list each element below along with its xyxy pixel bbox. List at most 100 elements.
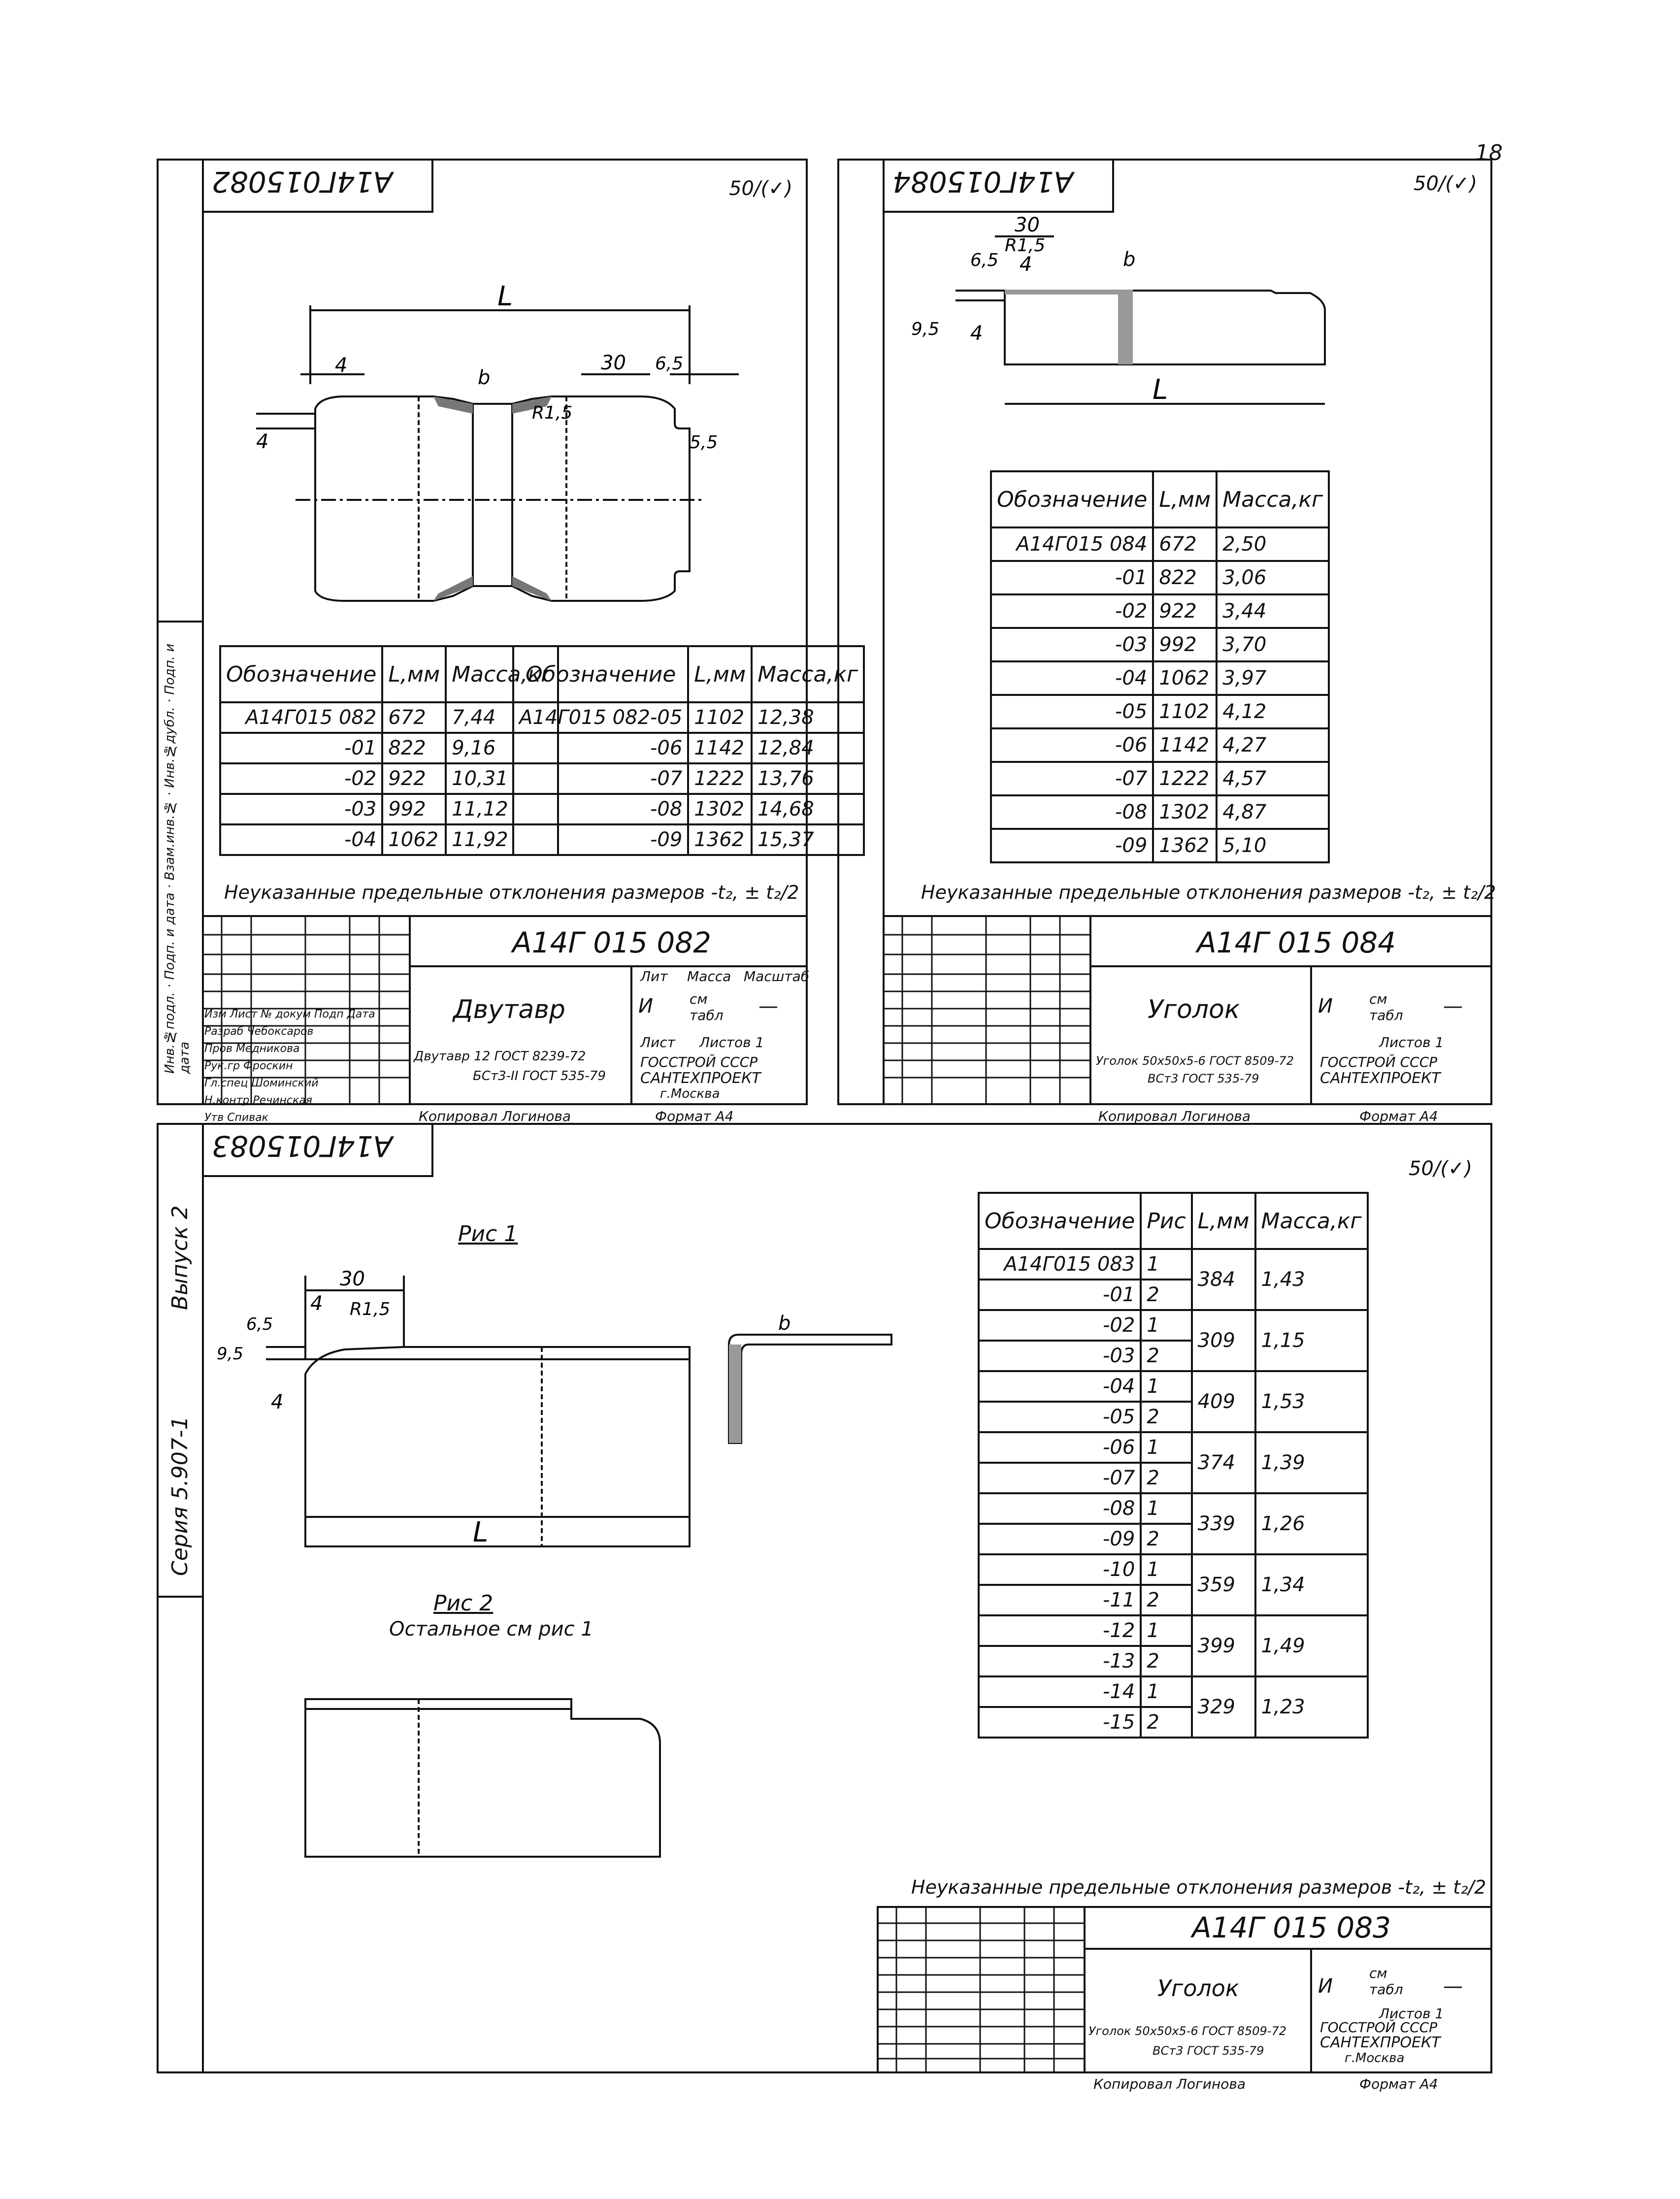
side-label: Взам.инв.№ [163, 800, 177, 881]
role: Подп [314, 1008, 344, 1020]
side-label: Инв.№дубл. [163, 707, 177, 788]
dim-r1-5: R1,5 [350, 1299, 390, 1319]
cell: 1 [1140, 1248, 1193, 1280]
stamp-083-code: А14Г 015 083 [1192, 1911, 1391, 1944]
cell: 1 [1140, 1492, 1193, 1525]
role: Рук.гр [204, 1060, 240, 1072]
dim-4b: 4 [271, 1391, 283, 1413]
cell: -04 [977, 1370, 1142, 1403]
cell: А14Г015 082 [219, 701, 384, 734]
org2: САНТЕХПРОЕКТ [1320, 1070, 1441, 1087]
stamp-082-names: Изм Лист № докум Подп Дата Разраб Чебокс… [204, 1006, 375, 1126]
note-084: Неуказанные предельные отклонения размер… [921, 882, 1496, 903]
stamp-082-title: Двутавр [453, 995, 565, 1024]
copied-082: Копировал Логинова [419, 1108, 571, 1124]
cell: 1102 [1152, 694, 1218, 729]
cell: 1222 [1152, 761, 1218, 796]
cell: 12,38 [751, 701, 865, 734]
page-number: 18 [1475, 140, 1503, 165]
lit-value: И [638, 995, 653, 1017]
format-084: Формат А4 [1359, 1108, 1438, 1124]
dim-L: L [473, 1516, 488, 1548]
th-designation: Обозначение [512, 645, 690, 703]
scale-value: — [1443, 1975, 1463, 1998]
cell: 339 [1190, 1492, 1256, 1555]
cell: 2 [1140, 1523, 1193, 1555]
cell: 1,39 [1254, 1431, 1369, 1494]
role: Лист [230, 1008, 258, 1020]
cell: -07 [977, 1462, 1142, 1494]
th-length: L,мм [1152, 470, 1218, 528]
ibeam-drawing: L 4 4 30 6,5 5,5 R1,5 b [256, 286, 739, 602]
issue-label: Выпуск 2 [167, 1205, 193, 1310]
stamp-084-code: А14Г 015 084 [1197, 926, 1396, 959]
th-mass: Масса,кг [1254, 1192, 1369, 1250]
material-bottom: ВСт3 ГОСТ 535-79 [1148, 1072, 1259, 1085]
cell: 1362 [687, 823, 753, 856]
sheet-082 [157, 159, 808, 1105]
angle-section-view: b [728, 1312, 892, 1444]
dim-30: 30 [1015, 214, 1040, 236]
side-label: Инв.№подл. [163, 992, 177, 1074]
dim-r1-5: R1,5 [1005, 235, 1045, 256]
stamp-083-title: Уголок [1157, 1975, 1239, 2002]
cell: -02 [989, 593, 1154, 629]
role: Дата [347, 1008, 375, 1020]
cell: 1,43 [1254, 1248, 1369, 1311]
cell: -14 [977, 1675, 1142, 1708]
sheets-label: Листов 1 [1379, 2005, 1444, 2022]
cell: 2,50 [1216, 526, 1330, 562]
cell: А14Г015 083 [977, 1248, 1142, 1280]
cell: 15,37 [751, 823, 865, 856]
cell: 1 [1140, 1614, 1193, 1647]
cell: 329 [1190, 1675, 1256, 1739]
material-top: Двутавр 12 ГОСТ 8239-72 [414, 1049, 586, 1064]
cell: -09 [977, 1523, 1142, 1555]
scale-value: — [758, 995, 778, 1017]
cell: -05 [989, 694, 1154, 729]
dim-4a: 4 [335, 354, 347, 377]
cell: 1 [1140, 1431, 1193, 1464]
cell: 1302 [687, 793, 753, 825]
role: Изм [204, 1008, 227, 1020]
sheet-083 [157, 1123, 1492, 2073]
lit-value: И [1318, 1975, 1333, 1998]
stamp-082 [202, 915, 808, 1107]
cell: 4,57 [1216, 761, 1330, 796]
cell: 1,15 [1254, 1309, 1369, 1372]
material-top: Уголок 50х50х5-6 ГОСТ 8509-72 [1096, 1054, 1294, 1068]
dim-4b: 4 [970, 322, 983, 345]
role: Утв [204, 1112, 224, 1124]
th-length: L,мм [381, 645, 447, 703]
role: Пров [204, 1043, 232, 1055]
sheet-082-top-code: А14Г015082 [212, 165, 393, 198]
cell: 992 [1152, 627, 1218, 662]
lit-value: И [1318, 995, 1333, 1017]
cell: 672 [1152, 526, 1218, 562]
cell: 672 [381, 701, 447, 734]
cell: -03 [989, 627, 1154, 662]
role: № докум [261, 1008, 311, 1020]
cell: 922 [381, 762, 447, 795]
role: Н.контр [204, 1094, 250, 1107]
sheet-084-top-code: А14Г015084 [892, 165, 1074, 198]
note-082: Неуказанные предельные отклонения размер… [224, 882, 799, 903]
dim-r1-5: R1,5 [532, 403, 572, 423]
cell: 12,84 [751, 732, 865, 764]
cell: -07 [512, 762, 690, 795]
cell: 1362 [1152, 828, 1218, 863]
cell: 359 [1190, 1553, 1256, 1616]
cell: 3,97 [1216, 660, 1330, 696]
cell: 1,49 [1254, 1614, 1369, 1677]
stamp-083-grid [877, 1906, 1084, 2073]
stamp-084-title: Уголок [1148, 995, 1240, 1024]
stamp-082-grid [202, 915, 409, 1105]
cell: 2 [1140, 1584, 1193, 1616]
cell: 1142 [687, 732, 753, 764]
cell: 3,70 [1216, 627, 1330, 662]
name: Медникова [235, 1043, 300, 1055]
cell: 4,87 [1216, 794, 1330, 830]
side-label: Подп. и дата [163, 892, 177, 980]
org2: САНТЕХПРОЕКТ [640, 1070, 761, 1087]
